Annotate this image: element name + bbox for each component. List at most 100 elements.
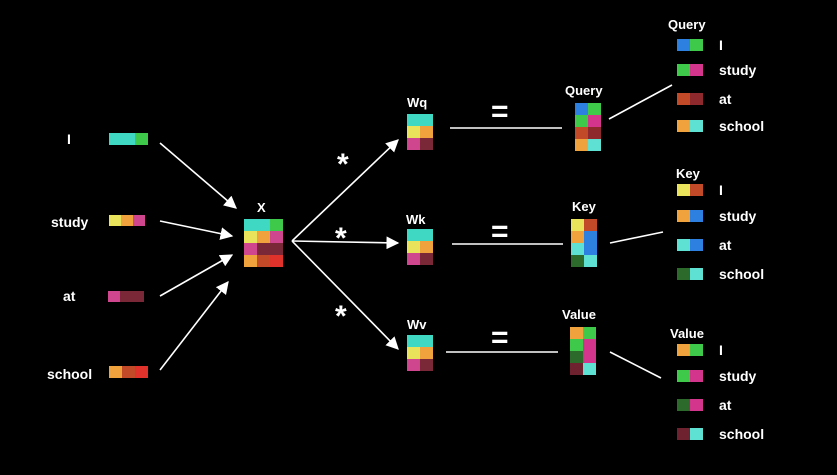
query-output-cells-at (677, 93, 703, 105)
arrow-x-to-wv (291, 240, 399, 350)
key-output-cells-study (677, 210, 703, 222)
x-matrix-label: X (257, 200, 266, 215)
input-vector-at (108, 291, 144, 302)
matrix-cell (690, 370, 703, 382)
matrix-cell (570, 339, 583, 351)
matrix-cell (420, 335, 433, 347)
value-output-cells-study (677, 370, 703, 382)
matrix-cell (407, 347, 420, 359)
value-output-cells-i (677, 344, 703, 356)
value-output-word-i: I (719, 342, 723, 358)
matrix-cell (570, 363, 583, 375)
query-output-word-study: study (719, 62, 757, 78)
matrix-cell (584, 255, 597, 267)
matrix-cell (420, 126, 433, 138)
query-output-word-at: at (719, 91, 732, 107)
wv-label: Wv (407, 317, 427, 332)
matrix-cell (690, 39, 703, 51)
matrix-cell (575, 103, 588, 115)
matrix-cell (690, 210, 703, 222)
key-matrix (571, 219, 597, 267)
matrix-cell (407, 138, 420, 150)
matrix-cell (690, 344, 703, 356)
query-matrix (575, 103, 601, 151)
matrix-cell (677, 428, 690, 440)
matrix-cell (677, 344, 690, 356)
matrix-cell (420, 114, 433, 126)
matrix-cell (584, 219, 597, 231)
matrix-cell (270, 219, 283, 231)
matrix-cell (583, 327, 596, 339)
matrix-cell (420, 359, 433, 371)
matrix-cell (407, 114, 420, 126)
matrix-cell (588, 115, 601, 127)
value-matrix (570, 327, 596, 375)
arrow-x-to-wk (291, 236, 400, 250)
matrix-cell (690, 64, 703, 76)
matrix-cell (108, 291, 120, 302)
matrix-cell (121, 215, 133, 226)
wv-matrix (407, 335, 433, 371)
matrix-cell (135, 366, 148, 378)
value-output-word-study: study (719, 368, 757, 384)
matrix-cell (407, 335, 420, 347)
matrix-cell (677, 399, 690, 411)
matrix-cell (690, 268, 703, 280)
arrow-x-to-wq (291, 139, 399, 242)
matrix-cell (257, 219, 270, 231)
arrow-at-to-x (159, 254, 234, 297)
matrix-cell (677, 239, 690, 251)
matrix-cell (583, 351, 596, 363)
input-word-school: school (47, 366, 93, 382)
matrix-cell (575, 115, 588, 127)
matrix-cell (584, 231, 597, 243)
matrix-cell (583, 363, 596, 375)
arrow-school-to-x (159, 280, 229, 371)
matrix-cell (677, 93, 690, 105)
matrix-cell (420, 241, 433, 253)
matrix-cell (270, 231, 283, 243)
input-word-study: study (51, 214, 89, 230)
arrow-i-to-x (159, 142, 237, 209)
matrix-cell (588, 139, 601, 151)
matrix-cell (135, 133, 148, 145)
matrix-cell (109, 366, 122, 378)
matrix-cell (690, 120, 703, 132)
matrix-cell (420, 253, 433, 265)
matrix-cell (677, 120, 690, 132)
key-output-word-study: study (719, 208, 757, 224)
query-output-cells-school (677, 120, 703, 132)
value-output-word-school: school (719, 426, 765, 442)
value-output-word-at: at (719, 397, 732, 413)
matrix-cell (571, 231, 584, 243)
matrix-cell (132, 291, 144, 302)
matrix-cell (407, 126, 420, 138)
query-matrix-label: Query (565, 83, 603, 98)
multiply-operator-q: * (337, 148, 349, 181)
matrix-cell (120, 291, 132, 302)
multiply-operator-k: * (335, 222, 347, 255)
matrix-cell (677, 39, 690, 51)
arrow-study-to-x (159, 220, 234, 240)
key-output-cells-at (677, 239, 703, 251)
value-output-cells-school (677, 428, 703, 440)
matrix-cell (570, 327, 583, 339)
line-query-to-output (608, 84, 673, 120)
matrix-cell (244, 219, 257, 231)
matrix-cell (571, 243, 584, 255)
matrix-cell (244, 243, 257, 255)
key-matrix-label: Key (572, 199, 596, 214)
matrix-cell (122, 133, 135, 145)
wq-label: Wq (407, 95, 428, 110)
matrix-cell (122, 366, 135, 378)
matrix-cell (244, 231, 257, 243)
matrix-cell (407, 229, 420, 241)
matrix-cell (677, 210, 690, 222)
matrix-cell (133, 215, 145, 226)
matrix-cell (677, 184, 690, 196)
matrix-cell (677, 370, 690, 382)
matrix-cell (677, 268, 690, 280)
matrix-cell (270, 243, 283, 255)
